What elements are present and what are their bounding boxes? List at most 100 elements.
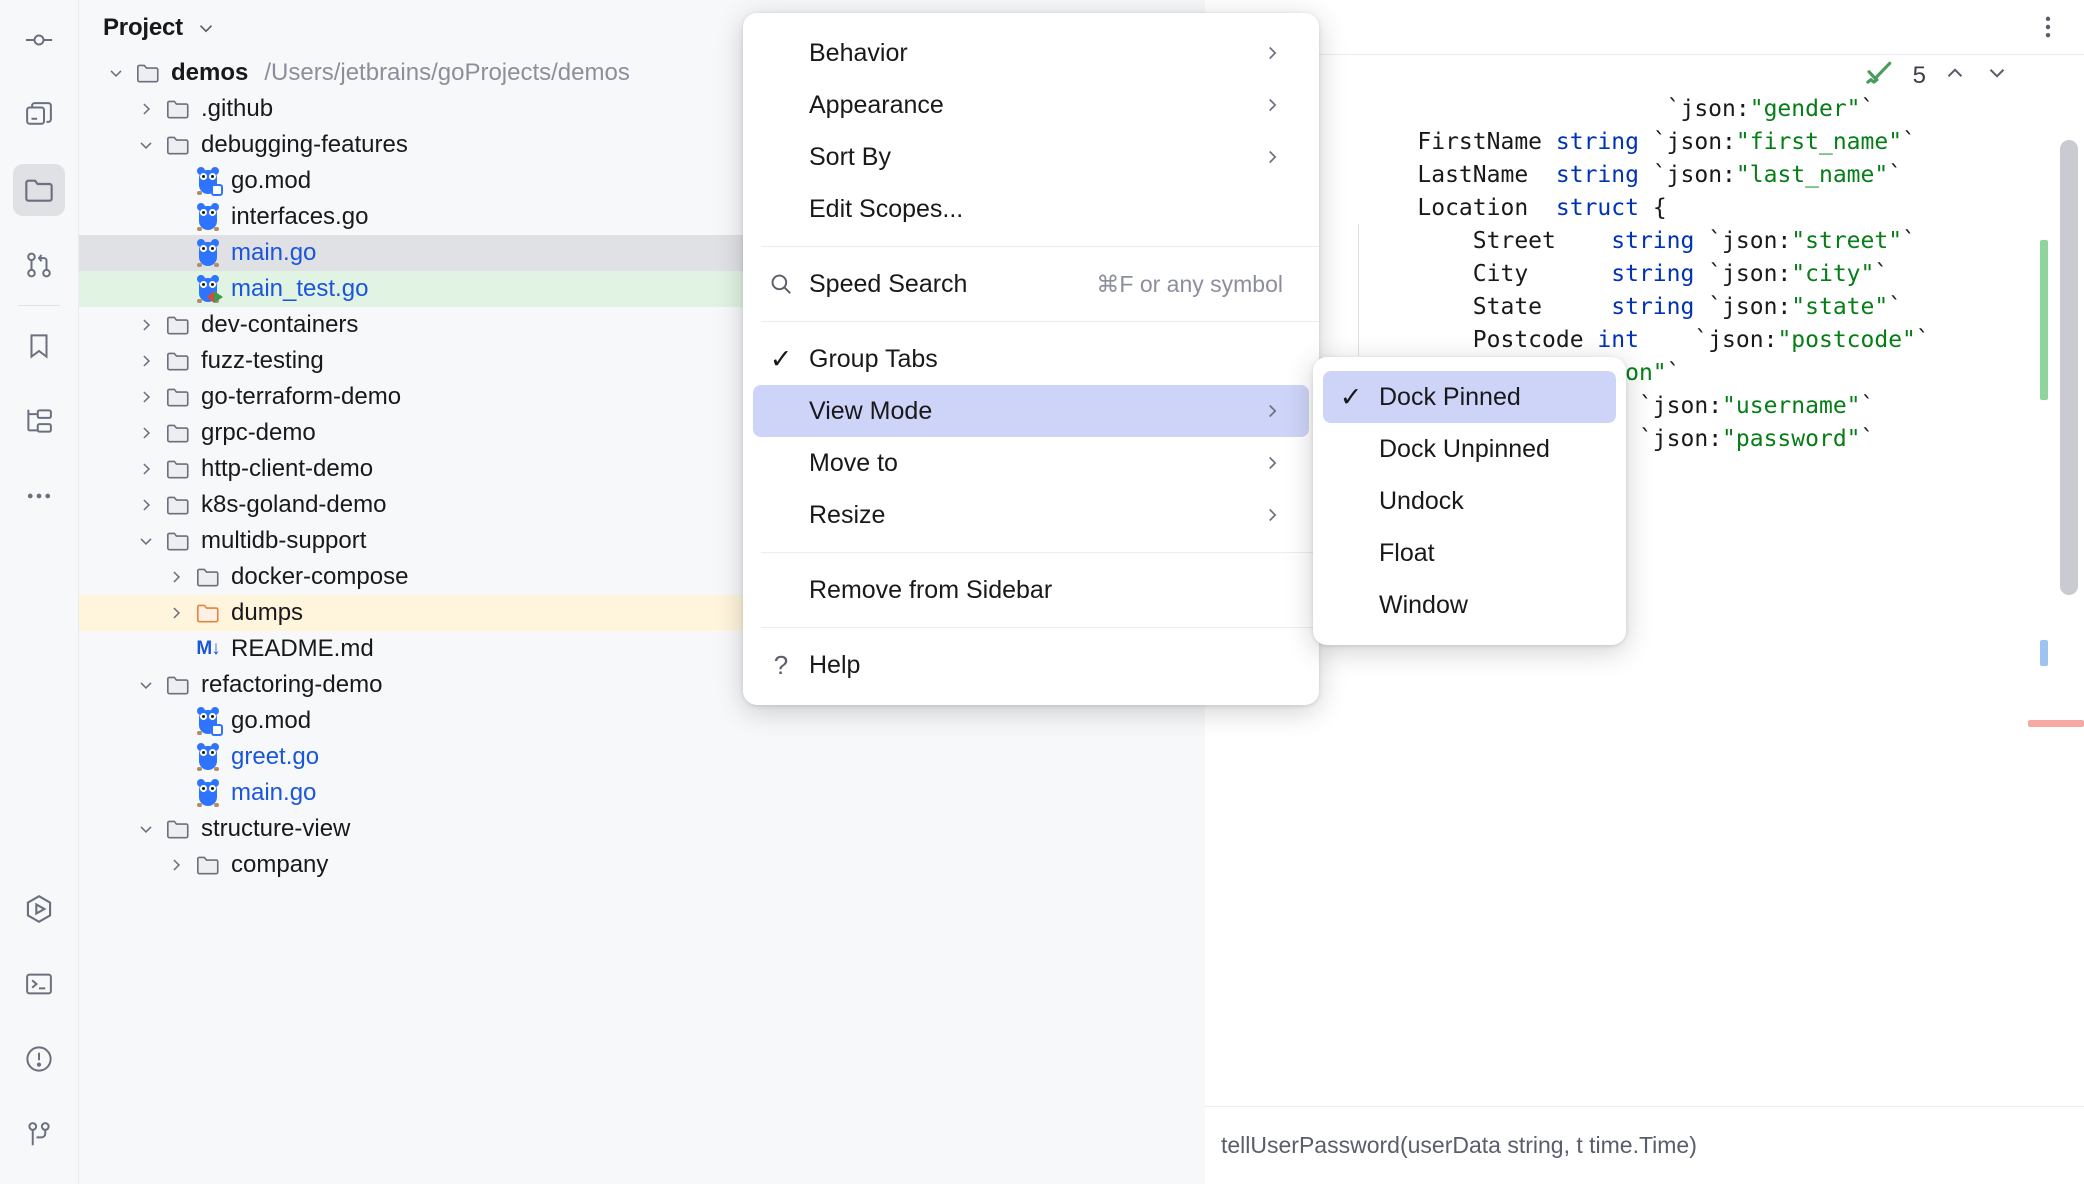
tree-row-label: demos bbox=[171, 59, 249, 86]
menu-item-remove-from-sidebar[interactable]: Remove from Sidebar bbox=[753, 564, 1309, 616]
tree-twisty-down-icon[interactable] bbox=[131, 819, 161, 839]
code-line[interactable]: 19 State string `json:"state"` bbox=[1205, 290, 2084, 323]
editor-options-icon[interactable] bbox=[2034, 13, 2062, 41]
tree-row[interactable]: .github bbox=[79, 91, 1205, 127]
tree-twisty-right-icon[interactable] bbox=[131, 423, 161, 443]
tree-twisty-right-icon[interactable] bbox=[131, 99, 161, 119]
menu-separator bbox=[761, 552, 1319, 553]
bookmark-icon[interactable] bbox=[13, 320, 65, 372]
tree-row[interactable]: go.mod bbox=[79, 163, 1205, 199]
next-problem-icon[interactable] bbox=[1984, 60, 2010, 92]
code-line[interactable]: 14 FirstName string `json:"first_name"` bbox=[1205, 125, 2084, 158]
problems-icon[interactable] bbox=[13, 1033, 65, 1085]
submenu-item-dock-unpinned[interactable]: Dock Unpinned bbox=[1323, 423, 1616, 475]
tree-row[interactable]: multidb-support bbox=[79, 523, 1205, 559]
tree-row-label: main.go bbox=[231, 779, 317, 806]
menu-item-speed-search[interactable]: Speed Search⌘F or any symbol bbox=[753, 258, 1309, 310]
tree-row[interactable]: demos/Users/jetbrains/goProjects/demos bbox=[79, 55, 1205, 91]
tree-row[interactable]: debugging-features bbox=[79, 127, 1205, 163]
tree-row[interactable]: interfaces.go bbox=[79, 199, 1205, 235]
tree-twisty-right-icon[interactable] bbox=[131, 315, 161, 335]
tree-twisty-right-icon[interactable] bbox=[161, 603, 191, 623]
tree-twisty-right-icon[interactable] bbox=[161, 855, 191, 875]
version-control-icon[interactable] bbox=[13, 1108, 65, 1160]
tree-twisty-down-icon[interactable] bbox=[131, 531, 161, 551]
chevron-down-icon[interactable] bbox=[195, 17, 217, 39]
tree-row-label: docker-compose bbox=[231, 563, 409, 590]
breadcrumb: tellUserPassword(userData string, t time… bbox=[1205, 1106, 2084, 1184]
tree-twisty-down-icon[interactable] bbox=[101, 63, 131, 83]
inspection-count: 5 bbox=[1912, 62, 1926, 89]
code-line[interactable]: 18 City string `json:"city"` bbox=[1205, 257, 2084, 290]
submenu-item-float[interactable]: Float bbox=[1323, 527, 1616, 579]
tree-twisty-right-icon[interactable] bbox=[131, 459, 161, 479]
inspection-widget[interactable]: 5 bbox=[1863, 58, 2010, 94]
editor-scrollbar[interactable] bbox=[2060, 140, 2078, 595]
prev-problem-icon[interactable] bbox=[1942, 60, 1968, 92]
submenu-item-window[interactable]: Window bbox=[1323, 579, 1616, 631]
tree-twisty-right-icon[interactable] bbox=[161, 567, 191, 587]
code-line[interactable]: 20 Postcode int `json:"postcode"` bbox=[1205, 323, 2084, 356]
tree-twisty-right-icon[interactable] bbox=[131, 351, 161, 371]
menu-item-behavior[interactable]: Behavior bbox=[753, 27, 1309, 79]
tree-twisty-right-icon[interactable] bbox=[131, 495, 161, 515]
menu-item-group-tabs[interactable]: ✓Group Tabs bbox=[753, 333, 1309, 385]
code-text: FirstName string `json:"first_name"` bbox=[1362, 128, 1916, 155]
menu-item-label: Group Tabs bbox=[809, 344, 938, 373]
tree-row[interactable]: fuzz-testing bbox=[79, 343, 1205, 379]
tree-row-label: structure-view bbox=[201, 815, 351, 842]
chevron-right-icon bbox=[1261, 504, 1283, 526]
tree-row[interactable]: company bbox=[79, 847, 1205, 883]
tree-row[interactable]: http-client-demo bbox=[79, 451, 1205, 487]
folder-icon bbox=[161, 420, 195, 446]
menu-item-view-mode[interactable]: View Mode bbox=[753, 385, 1309, 437]
tree-row[interactable]: grpc-demo bbox=[79, 415, 1205, 451]
tree-row[interactable]: go-terraform-demo bbox=[79, 379, 1205, 415]
tree-row[interactable]: refactoring-demo bbox=[79, 667, 1205, 703]
tree-row-label: k8s-goland-demo bbox=[201, 491, 387, 518]
pull-request-icon[interactable] bbox=[13, 239, 65, 291]
tree-row[interactable]: docker-compose bbox=[79, 559, 1205, 595]
markdown-file-icon: M↓ bbox=[196, 638, 220, 659]
menu-item-move-to[interactable]: Move to bbox=[753, 437, 1309, 489]
submenu-item-undock[interactable]: Undock bbox=[1323, 475, 1616, 527]
code-line[interactable]: 17 Street string `json:"street"` bbox=[1205, 224, 2084, 257]
menu-item-edit-scopes[interactable]: Edit Scopes... bbox=[753, 183, 1309, 235]
tree-row-label: company bbox=[231, 851, 329, 878]
code-line[interactable]: 16 Location struct { bbox=[1205, 191, 2084, 224]
go-file-icon bbox=[191, 203, 225, 231]
structure-icon[interactable] bbox=[13, 395, 65, 447]
submenu-item-dock-pinned[interactable]: ✓Dock Pinned bbox=[1323, 371, 1616, 423]
tree-twisty-down-icon[interactable] bbox=[131, 135, 161, 155]
code-line[interactable]: `json:"gender"` bbox=[1205, 92, 2084, 125]
tree-row[interactable]: M↓README.md bbox=[79, 631, 1205, 667]
more-icon[interactable] bbox=[13, 470, 65, 522]
tree-row[interactable]: main.go bbox=[79, 775, 1205, 811]
tree-row-label: main.go bbox=[231, 239, 317, 266]
folder-icon bbox=[191, 852, 225, 878]
project-window-icon[interactable] bbox=[13, 89, 65, 141]
tree-row[interactable]: structure-view bbox=[79, 811, 1205, 847]
tree-row[interactable]: dev-containers bbox=[79, 307, 1205, 343]
menu-item-help[interactable]: ?Help bbox=[753, 639, 1309, 691]
menu-item-resize[interactable]: Resize bbox=[753, 489, 1309, 541]
menu-item-label: Edit Scopes... bbox=[809, 194, 964, 223]
tree-twisty-down-icon[interactable] bbox=[131, 675, 161, 695]
menu-item-appearance[interactable]: Appearance bbox=[753, 79, 1309, 131]
commit-icon[interactable] bbox=[13, 14, 65, 66]
tree-twisty-right-icon[interactable] bbox=[131, 387, 161, 407]
tree-row[interactable]: go.mod bbox=[79, 703, 1205, 739]
tree-row[interactable]: greet.go bbox=[79, 739, 1205, 775]
chevron-right-icon bbox=[1261, 400, 1283, 422]
search-icon bbox=[753, 271, 809, 297]
run-icon[interactable] bbox=[13, 883, 65, 935]
folder-icon bbox=[161, 132, 195, 158]
tree-row[interactable]: k8s-goland-demo bbox=[79, 487, 1205, 523]
menu-item-sort-by[interactable]: Sort By bbox=[753, 131, 1309, 183]
code-line[interactable]: 15 LastName string `json:"last_name"` bbox=[1205, 158, 2084, 191]
tree-row-label: main_test.go bbox=[231, 275, 369, 302]
folder-icon[interactable] bbox=[13, 164, 65, 216]
terminal-icon[interactable] bbox=[13, 958, 65, 1010]
